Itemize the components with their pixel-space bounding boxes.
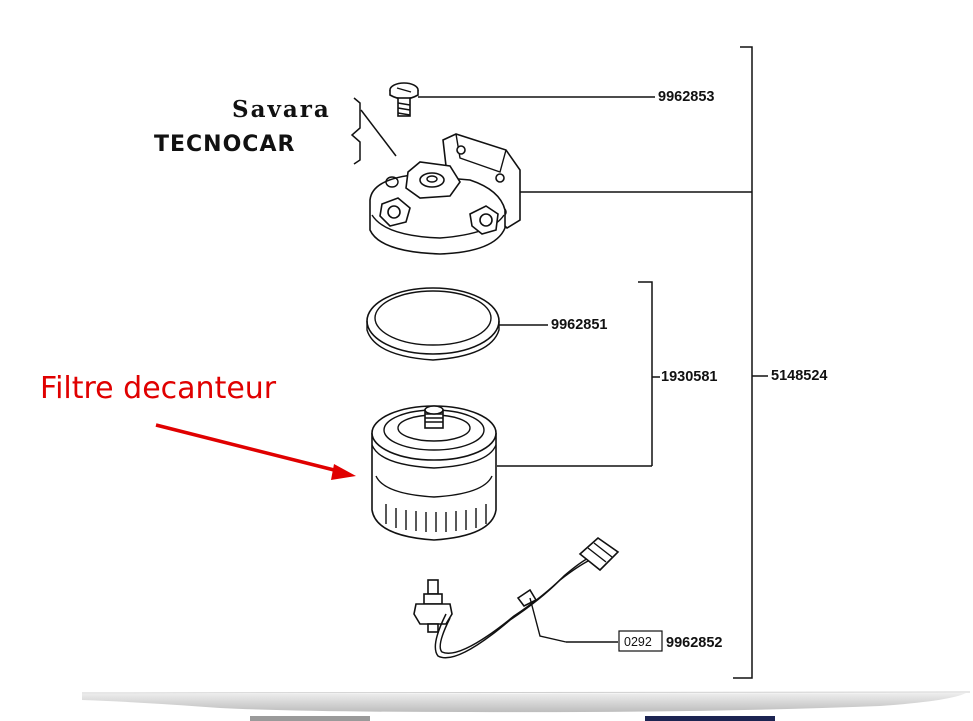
part-number-assembly: 5148524 (771, 368, 827, 384)
brand-bracket (350, 97, 361, 165)
part-number-screw: 9962853 (658, 89, 714, 105)
assembly-bracket (733, 46, 753, 679)
brand-leader (360, 109, 397, 157)
seal-ring-icon (366, 287, 500, 361)
part-number-filter-kit: 1930581 (661, 369, 717, 385)
sensor-code: 0292 (624, 635, 652, 649)
arrow-icon (155, 423, 356, 480)
sensor-code-box (618, 630, 663, 652)
brand-tecnocar: TECNOCAR (154, 132, 295, 157)
brand-savara: Savara (232, 96, 331, 123)
filter-kit-bracket (638, 281, 653, 466)
bottom-shadow-band (81, 691, 971, 721)
screw-icon (389, 82, 419, 117)
part-number-seal-ring: 9962851 (551, 317, 607, 333)
filter-cartridge-icon (371, 405, 497, 541)
part-number-sensor: 9962852 (666, 635, 722, 651)
filter-head-icon (369, 133, 521, 255)
water-sensor-icon (413, 536, 620, 659)
annotation-label: Filtre decanteur (40, 371, 277, 406)
